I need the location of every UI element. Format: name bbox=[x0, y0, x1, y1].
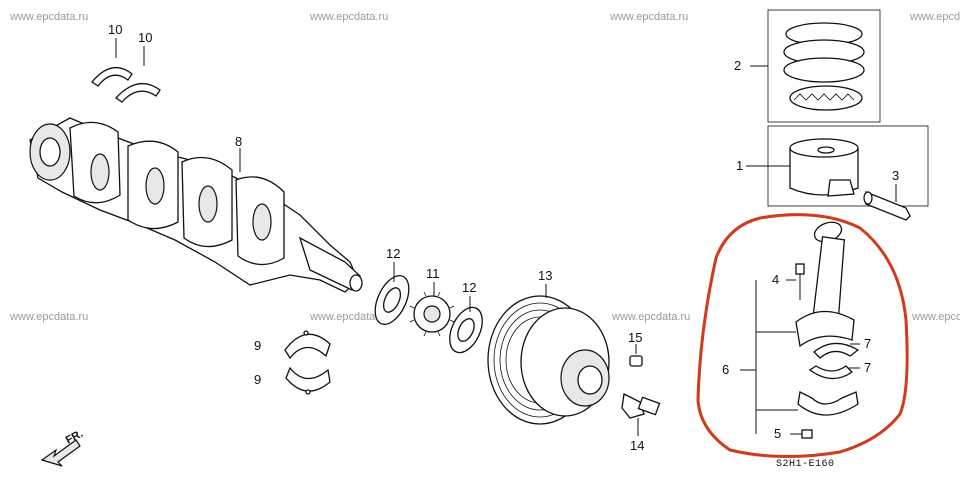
watermark-text: www.epcdata.ru bbox=[911, 311, 960, 323]
front-direction-arrow: FR. bbox=[40, 428, 85, 467]
callout-7: 7 bbox=[864, 336, 871, 351]
pulley-bolt[interactable] bbox=[621, 393, 661, 436]
watermark-text: www.epcdata.ru bbox=[309, 311, 388, 323]
callout-1: 1 bbox=[736, 158, 743, 173]
piston-assembly[interactable] bbox=[746, 125, 929, 207]
piston-pin[interactable] bbox=[863, 184, 911, 221]
pulley-washer[interactable] bbox=[629, 344, 643, 367]
callout-10: 10 bbox=[138, 30, 152, 45]
callout-6: 6 bbox=[722, 362, 729, 377]
crankshaft-key[interactable] bbox=[443, 296, 489, 358]
thrust-washer-pair[interactable] bbox=[91, 38, 161, 103]
timing-sprocket[interactable] bbox=[409, 282, 455, 337]
direction-label: FR. bbox=[64, 428, 85, 447]
callout-14: 14 bbox=[630, 438, 644, 453]
watermark-text: www.epcdata.ru bbox=[309, 11, 388, 23]
callout-11: 11 bbox=[426, 266, 440, 281]
watermarks: www.epcdata.ru www.epcdata.ru www.epcdat… bbox=[9, 11, 960, 323]
callout-labels: 10 10 8 12 11 12 13 15 14 9 9 2 1 3 4 7 … bbox=[108, 22, 899, 453]
watermark-text: www.epcdata.ru bbox=[9, 11, 88, 23]
callout-5: 5 bbox=[774, 426, 781, 441]
watermark-text: www.epcdata.ru bbox=[609, 11, 688, 23]
crankshaft-key[interactable] bbox=[368, 262, 415, 329]
callout-13: 13 bbox=[538, 268, 552, 283]
callout-8: 8 bbox=[235, 134, 242, 149]
callout-7: 7 bbox=[864, 360, 871, 375]
callout-4: 4 bbox=[772, 272, 779, 287]
main-bearing-upper[interactable] bbox=[284, 330, 331, 360]
piston-ring-set[interactable] bbox=[750, 9, 881, 123]
callout-9: 9 bbox=[254, 338, 261, 353]
callout-3: 3 bbox=[892, 168, 899, 183]
drawing-code: S2H1-E160 bbox=[776, 459, 835, 470]
watermark-text: www.epcdata.ru bbox=[909, 11, 960, 23]
main-bearing-lower[interactable] bbox=[285, 366, 331, 395]
callout-10: 10 bbox=[108, 22, 122, 37]
callout-12: 12 bbox=[462, 280, 476, 295]
crankshaft[interactable] bbox=[29, 117, 363, 293]
crankshaft-pulley[interactable] bbox=[487, 284, 610, 425]
connecting-rod-assembly[interactable] bbox=[696, 213, 909, 459]
callout-9: 9 bbox=[254, 372, 261, 387]
watermark-text: www.epcdata.ru bbox=[611, 311, 690, 323]
watermark-text: www.epcdata.ru bbox=[9, 311, 88, 323]
callout-12: 12 bbox=[386, 246, 400, 261]
callout-15: 15 bbox=[628, 330, 642, 345]
callout-2: 2 bbox=[734, 58, 741, 73]
